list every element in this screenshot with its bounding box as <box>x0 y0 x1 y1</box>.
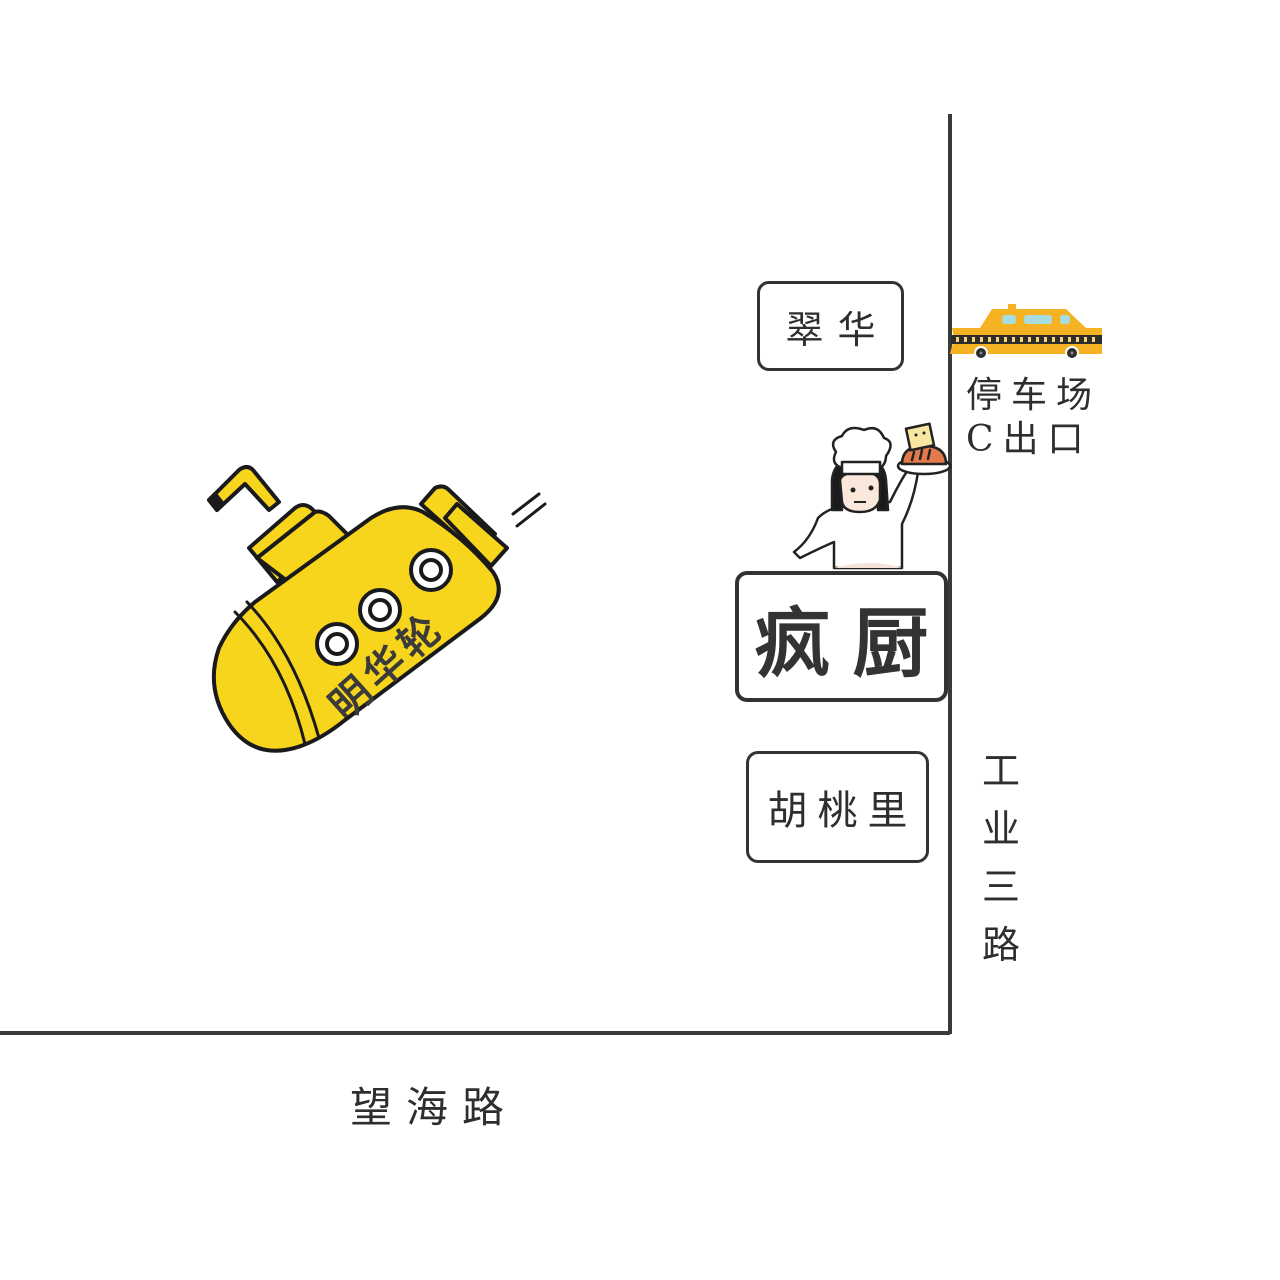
landmark-label: 胡桃里 <box>767 788 918 834</box>
parking-exit-label: 停车场 C出口 <box>966 374 1101 462</box>
parking-line-2: C出口 <box>966 419 1093 460</box>
landmark-cuihua[interactable]: 翠华 <box>757 281 904 371</box>
landmark-fengchu[interactable]: 疯厨 <box>735 571 948 702</box>
road-label-char: 业 <box>981 807 1020 851</box>
road-label-char: 路 <box>981 923 1020 967</box>
road-label-char: 工 <box>981 749 1020 793</box>
road-label-gongye: 工 业 三 路 <box>979 742 1023 974</box>
road-label-char: 三 <box>981 865 1020 909</box>
chef-illustration-icon <box>792 422 952 570</box>
road-gongye-san-lu-line <box>948 114 952 1034</box>
taxi-icon <box>950 304 1102 360</box>
landmark-label: 疯厨 <box>754 598 951 688</box>
yellow-submarine-icon: 明华轮 <box>207 465 547 753</box>
road-wanghai-lu-line <box>0 1031 950 1035</box>
road-label-wanghai: 望海路 <box>350 1083 519 1132</box>
landmark-label: 翠华 <box>785 307 890 352</box>
parking-line-1: 停车场 <box>966 375 1102 416</box>
landmark-hutaoli[interactable]: 胡桃里 <box>746 751 929 863</box>
